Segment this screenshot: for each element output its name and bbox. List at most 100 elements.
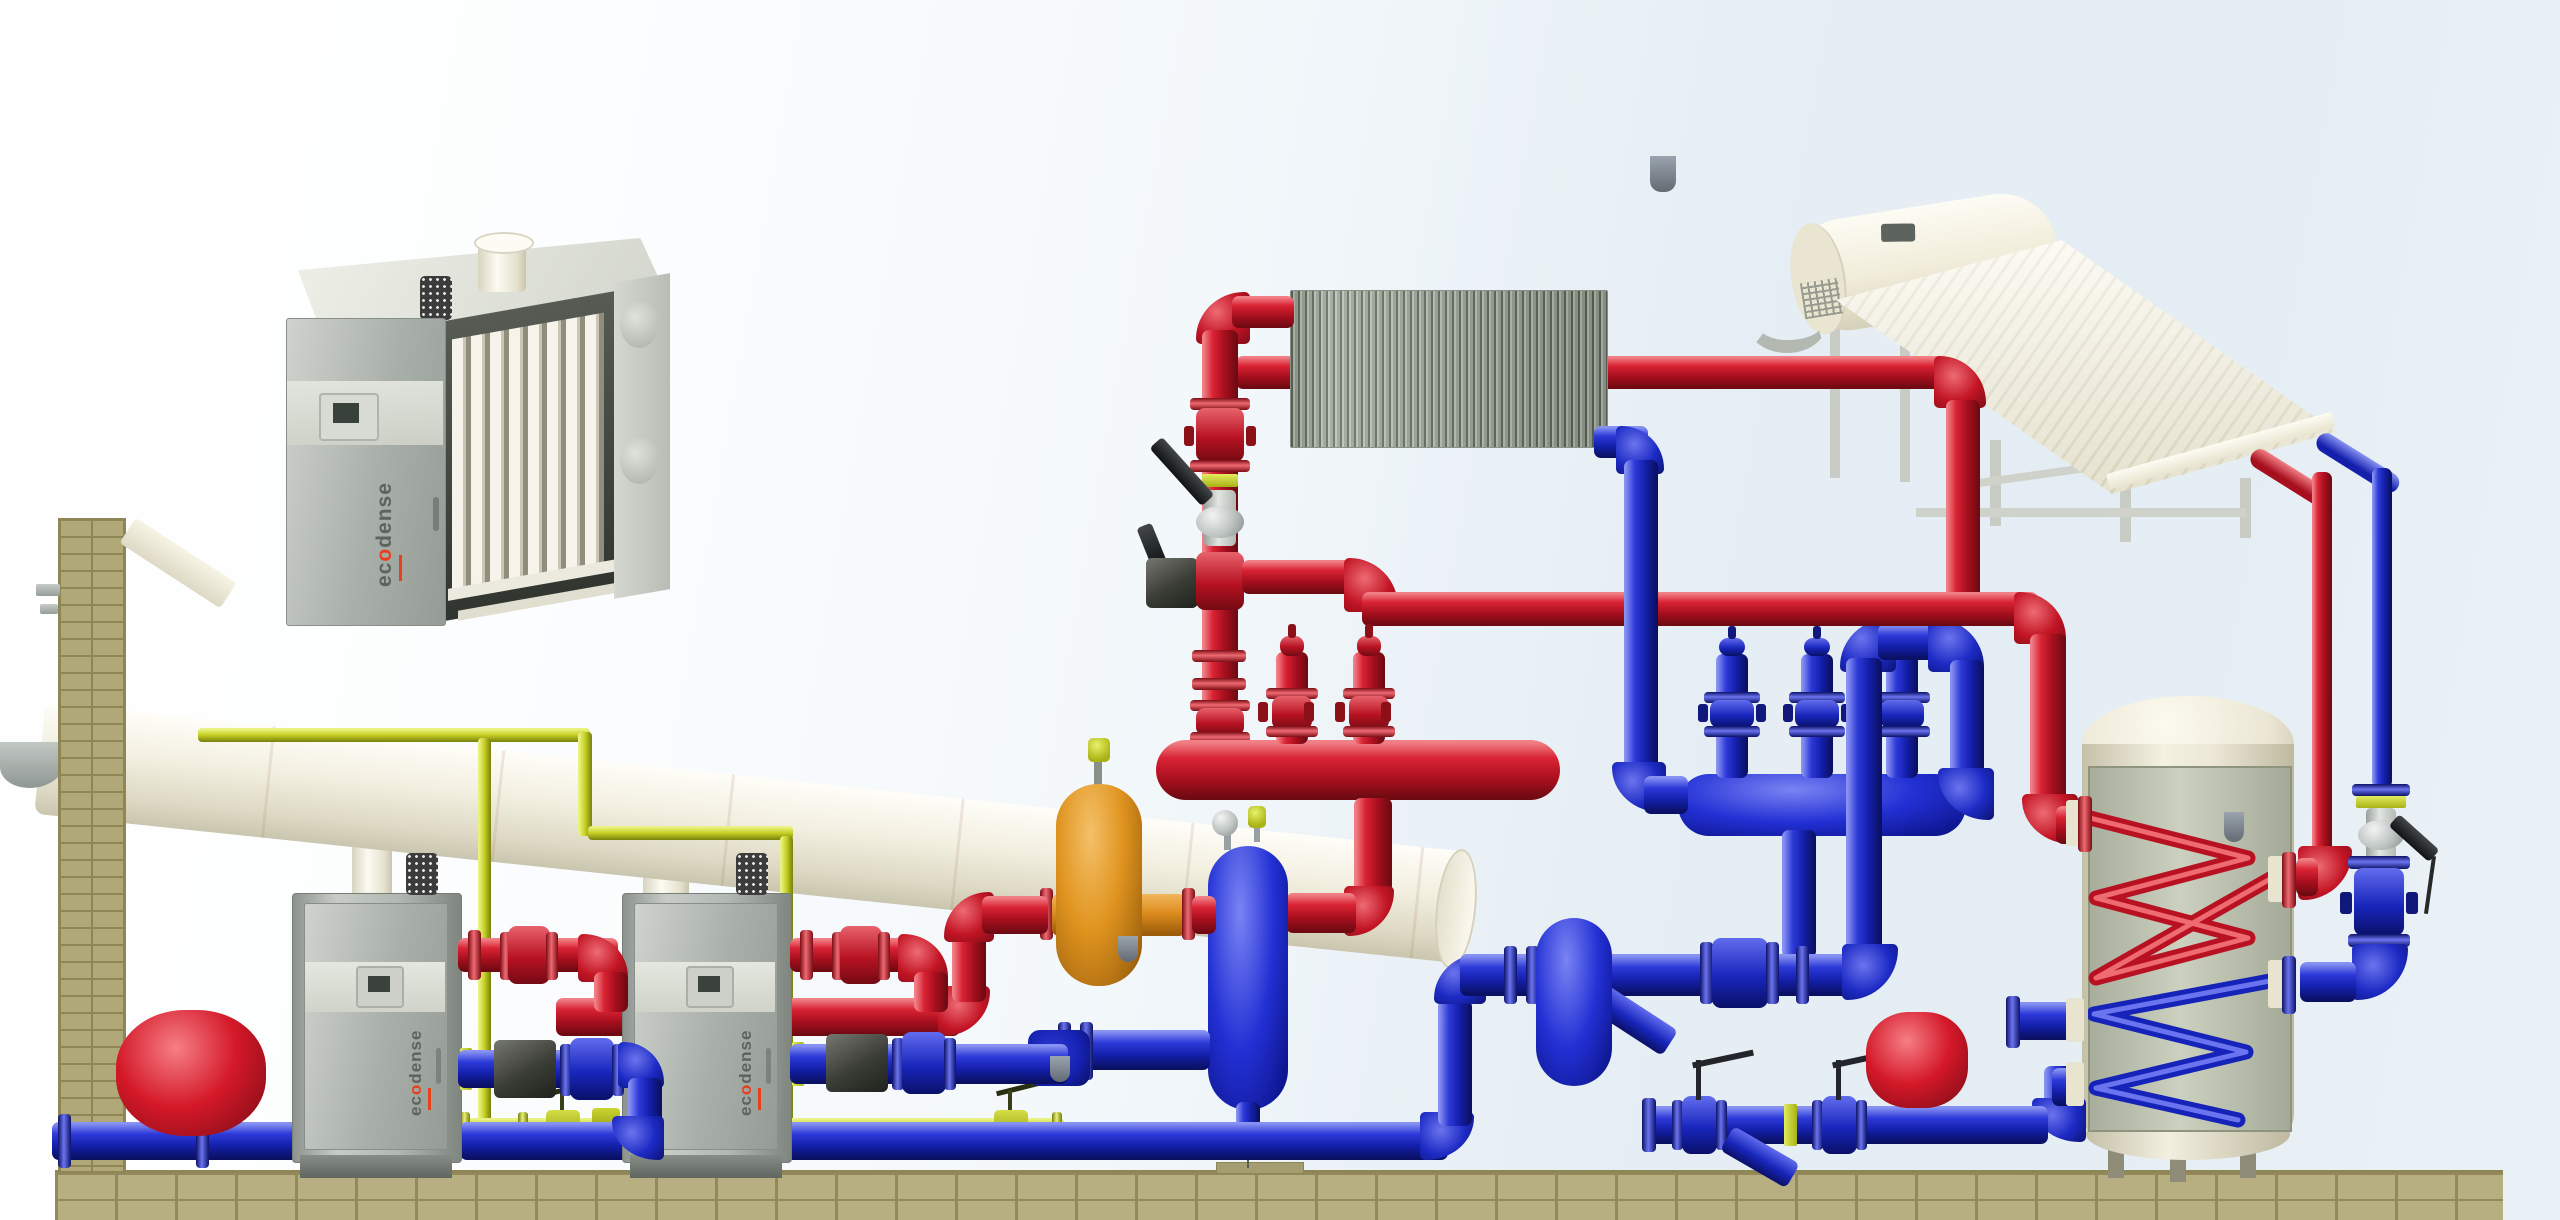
solar-pump-body: [2354, 868, 2404, 936]
solar-pump-flange: [2348, 856, 2410, 869]
expansion-line-valve: [1822, 1096, 1857, 1154]
cutaway-boiler-unit: ecodense: [280, 230, 680, 630]
flange: [1766, 942, 1779, 1004]
valve-lever: [1692, 1049, 1754, 1069]
tank-port-collar: [2268, 960, 2284, 1008]
valve-stem: [1696, 1060, 1701, 1100]
gas-valve-stem: [560, 1090, 564, 1118]
radiator-inlet-pipe: [1232, 296, 1294, 328]
solar-pump-flange: [2348, 934, 2410, 947]
wall-bracket: [40, 604, 58, 614]
return-branch-flange: [1789, 692, 1845, 703]
return-branch-spool: [1795, 700, 1839, 728]
tank-fitting: [2224, 812, 2244, 842]
boiler1-handle: [436, 1048, 441, 1084]
flange: [546, 932, 558, 980]
flue-duct-open-end: [1429, 847, 1483, 971]
boiler2-handle: [766, 1048, 771, 1084]
supply-manifold: [1156, 740, 1560, 800]
gas-line-upper: [198, 728, 590, 742]
solar-supply-drop: [2312, 472, 2332, 856]
wall-roof-beam: [119, 517, 237, 609]
flange: [1700, 942, 1713, 1004]
branch-stud: [1783, 704, 1793, 722]
supply-branch-flange: [1266, 688, 1318, 699]
gasket: [1784, 1104, 1797, 1146]
cutaway-display-screen: [333, 403, 359, 423]
riser-gasket: [1202, 474, 1238, 487]
boiler2-return-valve: [902, 1032, 946, 1094]
hydraulic-separator: [1208, 846, 1288, 1110]
pipe-clip: [1050, 1056, 1070, 1082]
gas-valve-stem: [1008, 1090, 1012, 1118]
bridge-right-leg: [1950, 660, 1984, 784]
flange: [1812, 1100, 1823, 1150]
riser-flange: [1190, 700, 1250, 711]
brand-post: dense: [406, 1029, 425, 1084]
tank-right-return-stub: [2300, 962, 2356, 1002]
tank-port-collar: [2066, 998, 2084, 1042]
pump-stud: [2406, 892, 2418, 914]
pump-stud: [2340, 892, 2352, 914]
collector-rear-post: [1830, 318, 1840, 478]
riser-valve-stud: [1246, 426, 1256, 446]
return-s-riser: [1438, 1000, 1472, 1126]
flange: [1642, 1098, 1656, 1152]
air-separator-vent-stem: [1094, 758, 1102, 788]
boiler1-door: [304, 903, 448, 1150]
boiler1-air-intake: [406, 853, 438, 895]
supply-branch-cap: [1357, 636, 1381, 656]
separator-floor-pedestal: [1216, 1162, 1304, 1174]
flange: [800, 930, 813, 980]
valve-stem: [1836, 1060, 1841, 1100]
cutaway-door: ecodense: [286, 318, 446, 626]
tank-return-stub-flange: [2006, 996, 2020, 1048]
collector-leg: [2120, 462, 2131, 542]
pipe-clip: [1118, 936, 1138, 962]
collector-rear-post: [1900, 332, 1910, 482]
tank-port-collar: [2268, 856, 2284, 902]
brand-post: dense: [373, 482, 396, 548]
bridge-bottom-elbow: [1842, 944, 1898, 1000]
riser-valve-spool: [1196, 408, 1244, 462]
return-branch-cap: [1804, 638, 1830, 656]
manifold-bottom-drop: [1782, 830, 1816, 958]
flange: [1672, 1100, 1683, 1150]
branch-stud: [1381, 702, 1391, 722]
cutaway-heat-exchanger-fins: [452, 312, 604, 592]
boiler2-display-screen: [698, 976, 720, 992]
return-branch-flange: [1874, 692, 1930, 703]
flange: [1526, 946, 1539, 1004]
riser-ball-valve: [1196, 506, 1244, 538]
branch-stud: [1756, 704, 1766, 722]
brand-post: dense: [736, 1029, 755, 1084]
riser-tee-cross: [1196, 552, 1244, 610]
manifold-branch-spool: [1196, 708, 1244, 736]
riser-valve-stud: [1184, 426, 1194, 446]
flange: [944, 1038, 956, 1090]
flue-duct-end-cap: [0, 742, 64, 788]
bridge-left-leg: [1846, 658, 1882, 958]
chimney-wall: [58, 518, 126, 1172]
flange: [878, 932, 890, 980]
flange: [468, 930, 481, 980]
pipe-supply-mid-run: [1362, 592, 2038, 626]
branch-stud: [1335, 702, 1345, 722]
solar-tank-hook: [1748, 296, 1826, 353]
supply-branch-pin: [1288, 624, 1296, 638]
air-separator-vent: [1088, 738, 1110, 762]
return-branch-pin: [1728, 626, 1736, 639]
separator-air-vent: [1248, 806, 1266, 828]
tank-heat-exchanger-coils: [2088, 810, 2288, 1128]
radiator-return-to-manifold: [1644, 776, 1688, 814]
supply-branch-pin: [1365, 624, 1373, 638]
pipe-supply-tank-drop: [2030, 634, 2066, 810]
supply-branch-flange: [1343, 726, 1395, 737]
tank-supply-flange: [2078, 796, 2092, 852]
cutaway-door-handle: [433, 497, 439, 531]
boiler1-supply-valve: [508, 926, 550, 984]
return-branch-flange: [1704, 726, 1760, 737]
separator-supply-riser: [1354, 798, 1392, 898]
cutaway-flange-ring: [620, 300, 658, 348]
